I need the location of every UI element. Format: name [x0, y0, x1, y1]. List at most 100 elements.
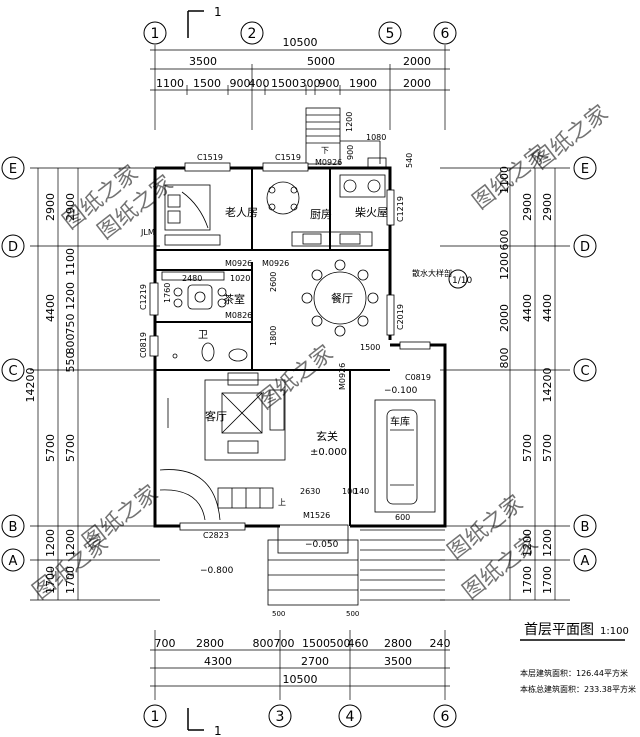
room-label-dining: 餐厅 — [331, 291, 353, 305]
drawing-title: 首层平面图 — [524, 622, 594, 638]
extra-axis-label: 1/10 — [452, 276, 472, 286]
dim-left-wall: JLM — [140, 228, 155, 237]
dim-right-row1-3: 1200 — [498, 252, 511, 280]
section-mark-top-label: 1 — [214, 5, 222, 19]
axis-label-1-top: 1 — [151, 26, 160, 42]
room-label-garage: 车库 — [390, 415, 410, 428]
dim-left-row1-2: 4400 — [44, 294, 57, 322]
dim-left-row1-5: 1700 — [44, 566, 57, 594]
section-mark-bottom — [187, 708, 204, 731]
watermark-5: 图纸之家 — [253, 341, 338, 415]
dim-bottom-row1-9: 240 — [430, 637, 451, 650]
axis-label-B-right: B — [581, 520, 590, 535]
door-label-5: M0926 — [338, 363, 347, 390]
water-tank-label: 散水大样剖 — [412, 268, 452, 278]
dim-left-row2-2: 1100 — [64, 248, 77, 276]
room-label-foyer: 玄关 — [316, 429, 338, 443]
window-label-4: C1219 — [139, 284, 148, 310]
dim-right-row2-3: 5700 — [521, 434, 534, 462]
window-label-8: C2823 — [203, 531, 229, 540]
dim-right-row1-4: 2000 — [498, 304, 511, 332]
area-line-2: 本栋总建筑面积：233.38平方米 — [520, 684, 636, 694]
dim-bottom-row1-5: 1500 — [302, 637, 330, 650]
dim-left-row1-1: 2900 — [44, 193, 57, 221]
level-foyer: ±0.000 — [310, 447, 347, 458]
window-label-3: C1219 — [396, 196, 405, 222]
dim-top-overall: 10500 — [283, 36, 318, 49]
axis-label-D-left: D — [8, 240, 18, 255]
dim-right-row2-4: 1200 — [521, 529, 534, 557]
dim-right-row1-5: 800 — [498, 348, 511, 369]
axis-label-2-top: 2 — [248, 26, 257, 42]
dim-tea-3: 1760 — [163, 283, 172, 303]
dim-right-row3-4: 1200 — [541, 529, 554, 557]
kitchen-table — [266, 181, 373, 247]
axis-label-6-top: 6 — [441, 26, 450, 42]
dim-top-row1-3: 2000 — [403, 55, 431, 68]
porch-steps — [267, 524, 445, 606]
axis-bubbles-top — [143, 21, 457, 45]
room-label-kitchen: 厨房 — [310, 208, 332, 221]
windows — [149, 162, 431, 531]
dim-top-row2-8: 1900 — [349, 77, 377, 90]
room-label-living: 客厅 — [205, 409, 227, 423]
dim-top-row1-2: 5000 — [307, 55, 335, 68]
dim-right-row1-2: 600 — [498, 230, 511, 251]
dim-porch-2: 500 — [346, 610, 359, 618]
door-label-3: M0926 — [262, 259, 289, 268]
fire-room-stove — [339, 157, 387, 198]
dim-right-row2-1: 2900 — [521, 193, 534, 221]
axis-bubbles-left — [1, 156, 25, 572]
axis-label-6-bottom: 6 — [441, 709, 450, 725]
axis-bubbles-right — [573, 156, 597, 572]
door-label-6: M1526 — [303, 511, 330, 520]
dim-foyer-2: 100 — [342, 487, 357, 496]
stair-down-label: 下 — [321, 146, 329, 155]
dim-bottom-row1-7: 460 — [348, 637, 369, 650]
dim-bottom-row2-3: 3500 — [384, 655, 412, 668]
axis-label-1-bottom: 1 — [151, 709, 160, 725]
axis-label-3-bottom: 3 — [276, 709, 285, 725]
axis-label-A-left: A — [9, 554, 18, 569]
axis-label-B-left: B — [9, 520, 18, 535]
room-label-tea: 茶室 — [223, 292, 245, 306]
dining-table — [301, 259, 379, 337]
dim-left-overall: 14200 — [24, 368, 37, 403]
dim-porch-1: 500 — [272, 610, 285, 618]
dim-stair-4: 540 — [405, 153, 414, 168]
dim-left-row2-3: 1200 — [64, 282, 77, 310]
axis-label-E-left: E — [9, 162, 17, 177]
room-label-fire: 柴火屋 — [355, 205, 388, 219]
dim-bottom-row1-2: 2800 — [196, 637, 224, 650]
axis-label-C-left: C — [8, 364, 17, 379]
dim-dining-3: 1500 — [360, 343, 380, 352]
dim-top-row1-1: 3500 — [189, 55, 217, 68]
dim-foyer-3: 140 — [354, 487, 369, 496]
rear-stair — [305, 107, 381, 165]
dim-right-row3-1: 2900 — [541, 193, 554, 221]
top-dimension-lines — [150, 45, 450, 130]
level-porch: −0.050 — [305, 540, 339, 550]
right-dimension-lines — [440, 167, 570, 601]
axis-label-5-top: 5 — [386, 26, 395, 42]
dim-dining-1: 2600 — [269, 272, 278, 292]
dim-top-row2-2: 1500 — [193, 77, 221, 90]
dim-top-row2-3: 900 — [230, 77, 251, 90]
stair-up-label: 上 — [278, 498, 286, 507]
axis-bubbles-bottom — [143, 704, 457, 728]
window-label-5: C0819 — [139, 332, 148, 358]
window-label-7: C0819 — [405, 373, 431, 382]
room-label-wc: 卫 — [198, 330, 208, 341]
door-label-1: M0926 — [315, 158, 342, 167]
dim-tea-2: 1020 — [230, 274, 250, 283]
dim-bottom-row1-8: 2800 — [384, 637, 412, 650]
dim-right-row3-3: 5700 — [541, 434, 554, 462]
dim-bottom-row2-2: 2700 — [301, 655, 329, 668]
dim-bottom-overall: 10500 — [283, 673, 318, 686]
dim-left-row2-5: 800 — [64, 334, 77, 355]
elder-room-bed — [164, 184, 221, 246]
dim-bottom-row1-6: 500 — [330, 637, 351, 650]
wc-fixtures — [172, 342, 248, 362]
dim-bottom-row2-1: 4300 — [204, 655, 232, 668]
